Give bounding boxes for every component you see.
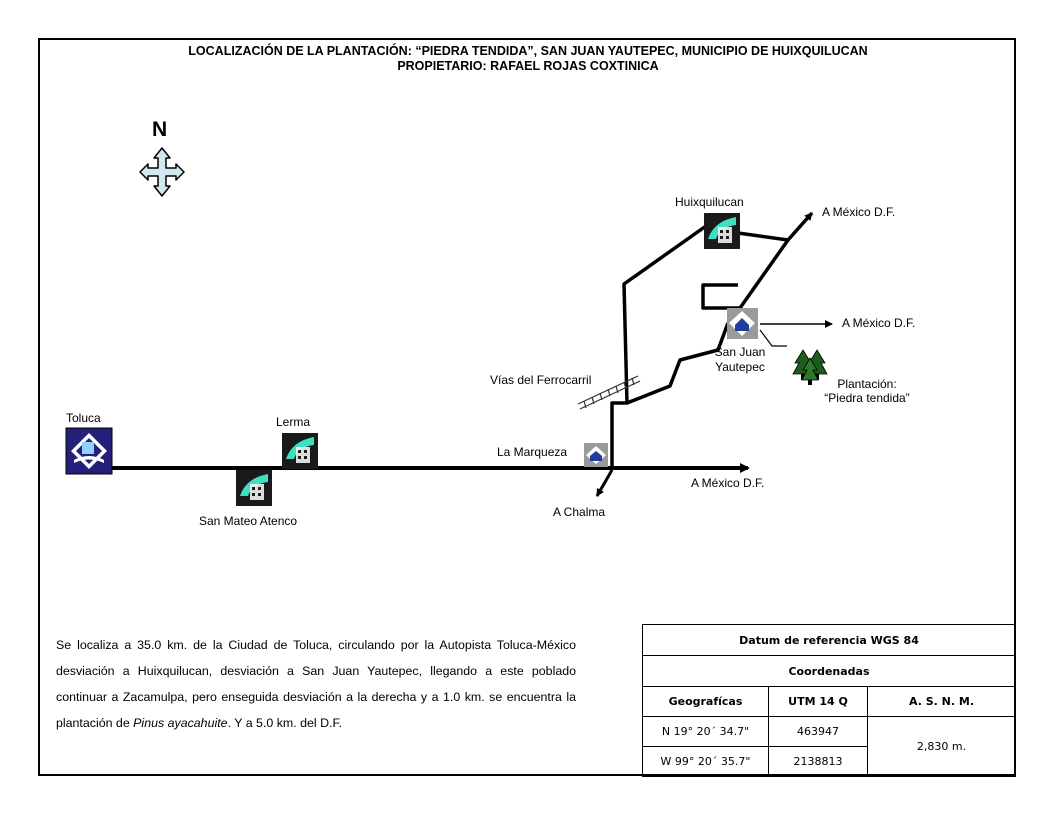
plantation-label-line1: Plantación: bbox=[837, 377, 897, 391]
coordinates-table: Datum de referencia WGS 84 Coordenadas G… bbox=[642, 624, 1016, 777]
col-header-geographic: Geografícas bbox=[642, 686, 769, 717]
road-huixquilucan-mexico bbox=[737, 211, 814, 242]
railway-label: Vías del Ferrocarril bbox=[490, 373, 592, 387]
utm-northing-cell: 2138813 bbox=[768, 746, 868, 777]
col-header-utm: UTM 14 Q bbox=[768, 686, 868, 717]
road-to-san-juan bbox=[626, 322, 730, 405]
lerma-city-icon bbox=[282, 433, 318, 469]
road-to-chalma bbox=[595, 469, 614, 497]
species-name: Pinus ayacahuite bbox=[133, 716, 228, 730]
altitude-cell: 2,830 m. bbox=[867, 716, 1016, 777]
utm-easting-cell: 463947 bbox=[768, 716, 868, 747]
san-juan-town-icon bbox=[727, 308, 758, 339]
chalma-label: A Chalma bbox=[553, 505, 606, 519]
north-label: N bbox=[152, 118, 168, 141]
map-frame bbox=[38, 38, 1016, 776]
map-title: LOCALIZACIÓN DE LA PLANTACIÓN: “PIEDRA T… bbox=[188, 44, 868, 58]
latitude-cell: N 19° 20´ 34.7" bbox=[642, 716, 769, 747]
railway-line bbox=[577, 375, 641, 410]
pine-trees-icon bbox=[792, 349, 828, 385]
description-text-start: Se localiza a 35.0 km. de la Ciudad de T… bbox=[56, 638, 576, 730]
col-header-altitude: A. S. N. M. bbox=[867, 686, 1016, 717]
datum-header: Datum de referencia WGS 84 bbox=[642, 624, 1016, 656]
huixquilucan-city-icon bbox=[704, 213, 740, 249]
mexico-highway-label: A México D.F. bbox=[691, 476, 765, 490]
location-description: Se localiza a 35.0 km. de la Ciudad de T… bbox=[56, 632, 576, 736]
san-juan-label-line2: Yautepec bbox=[715, 360, 765, 374]
coordinates-subheader: Coordenadas bbox=[642, 655, 1016, 687]
longitude-cell: W 99° 20´ 35.7" bbox=[642, 746, 769, 777]
mexico-middle-label: A México D.F. bbox=[842, 316, 916, 330]
plantation-label-line2: “Piedra tendida” bbox=[824, 391, 910, 405]
path-to-plantation bbox=[759, 329, 787, 347]
compass-icon bbox=[139, 147, 185, 197]
description-text-end: . Y a 5.0 km. del D.F. bbox=[227, 716, 343, 730]
san-juan-label-line1: San Juan bbox=[714, 345, 766, 359]
huixquilucan-label: Huixquilucan bbox=[675, 195, 744, 209]
la-marqueza-town-icon bbox=[584, 443, 608, 467]
la-marqueza-label: La Marqueza bbox=[497, 445, 568, 459]
toluca-label: Toluca bbox=[66, 411, 101, 425]
lerma-label: Lerma bbox=[276, 415, 311, 429]
san-mateo-city-icon bbox=[236, 470, 272, 506]
owner-line: PROPIETARIO: RAFAEL ROJAS COXTINICA bbox=[397, 59, 659, 73]
san-mateo-label: San Mateo Atenco bbox=[199, 514, 298, 528]
road-huixquilucan-san-juan bbox=[701, 238, 790, 310]
mexico-top-label: A México D.F. bbox=[822, 205, 896, 219]
toluca-city-icon bbox=[65, 427, 113, 475]
